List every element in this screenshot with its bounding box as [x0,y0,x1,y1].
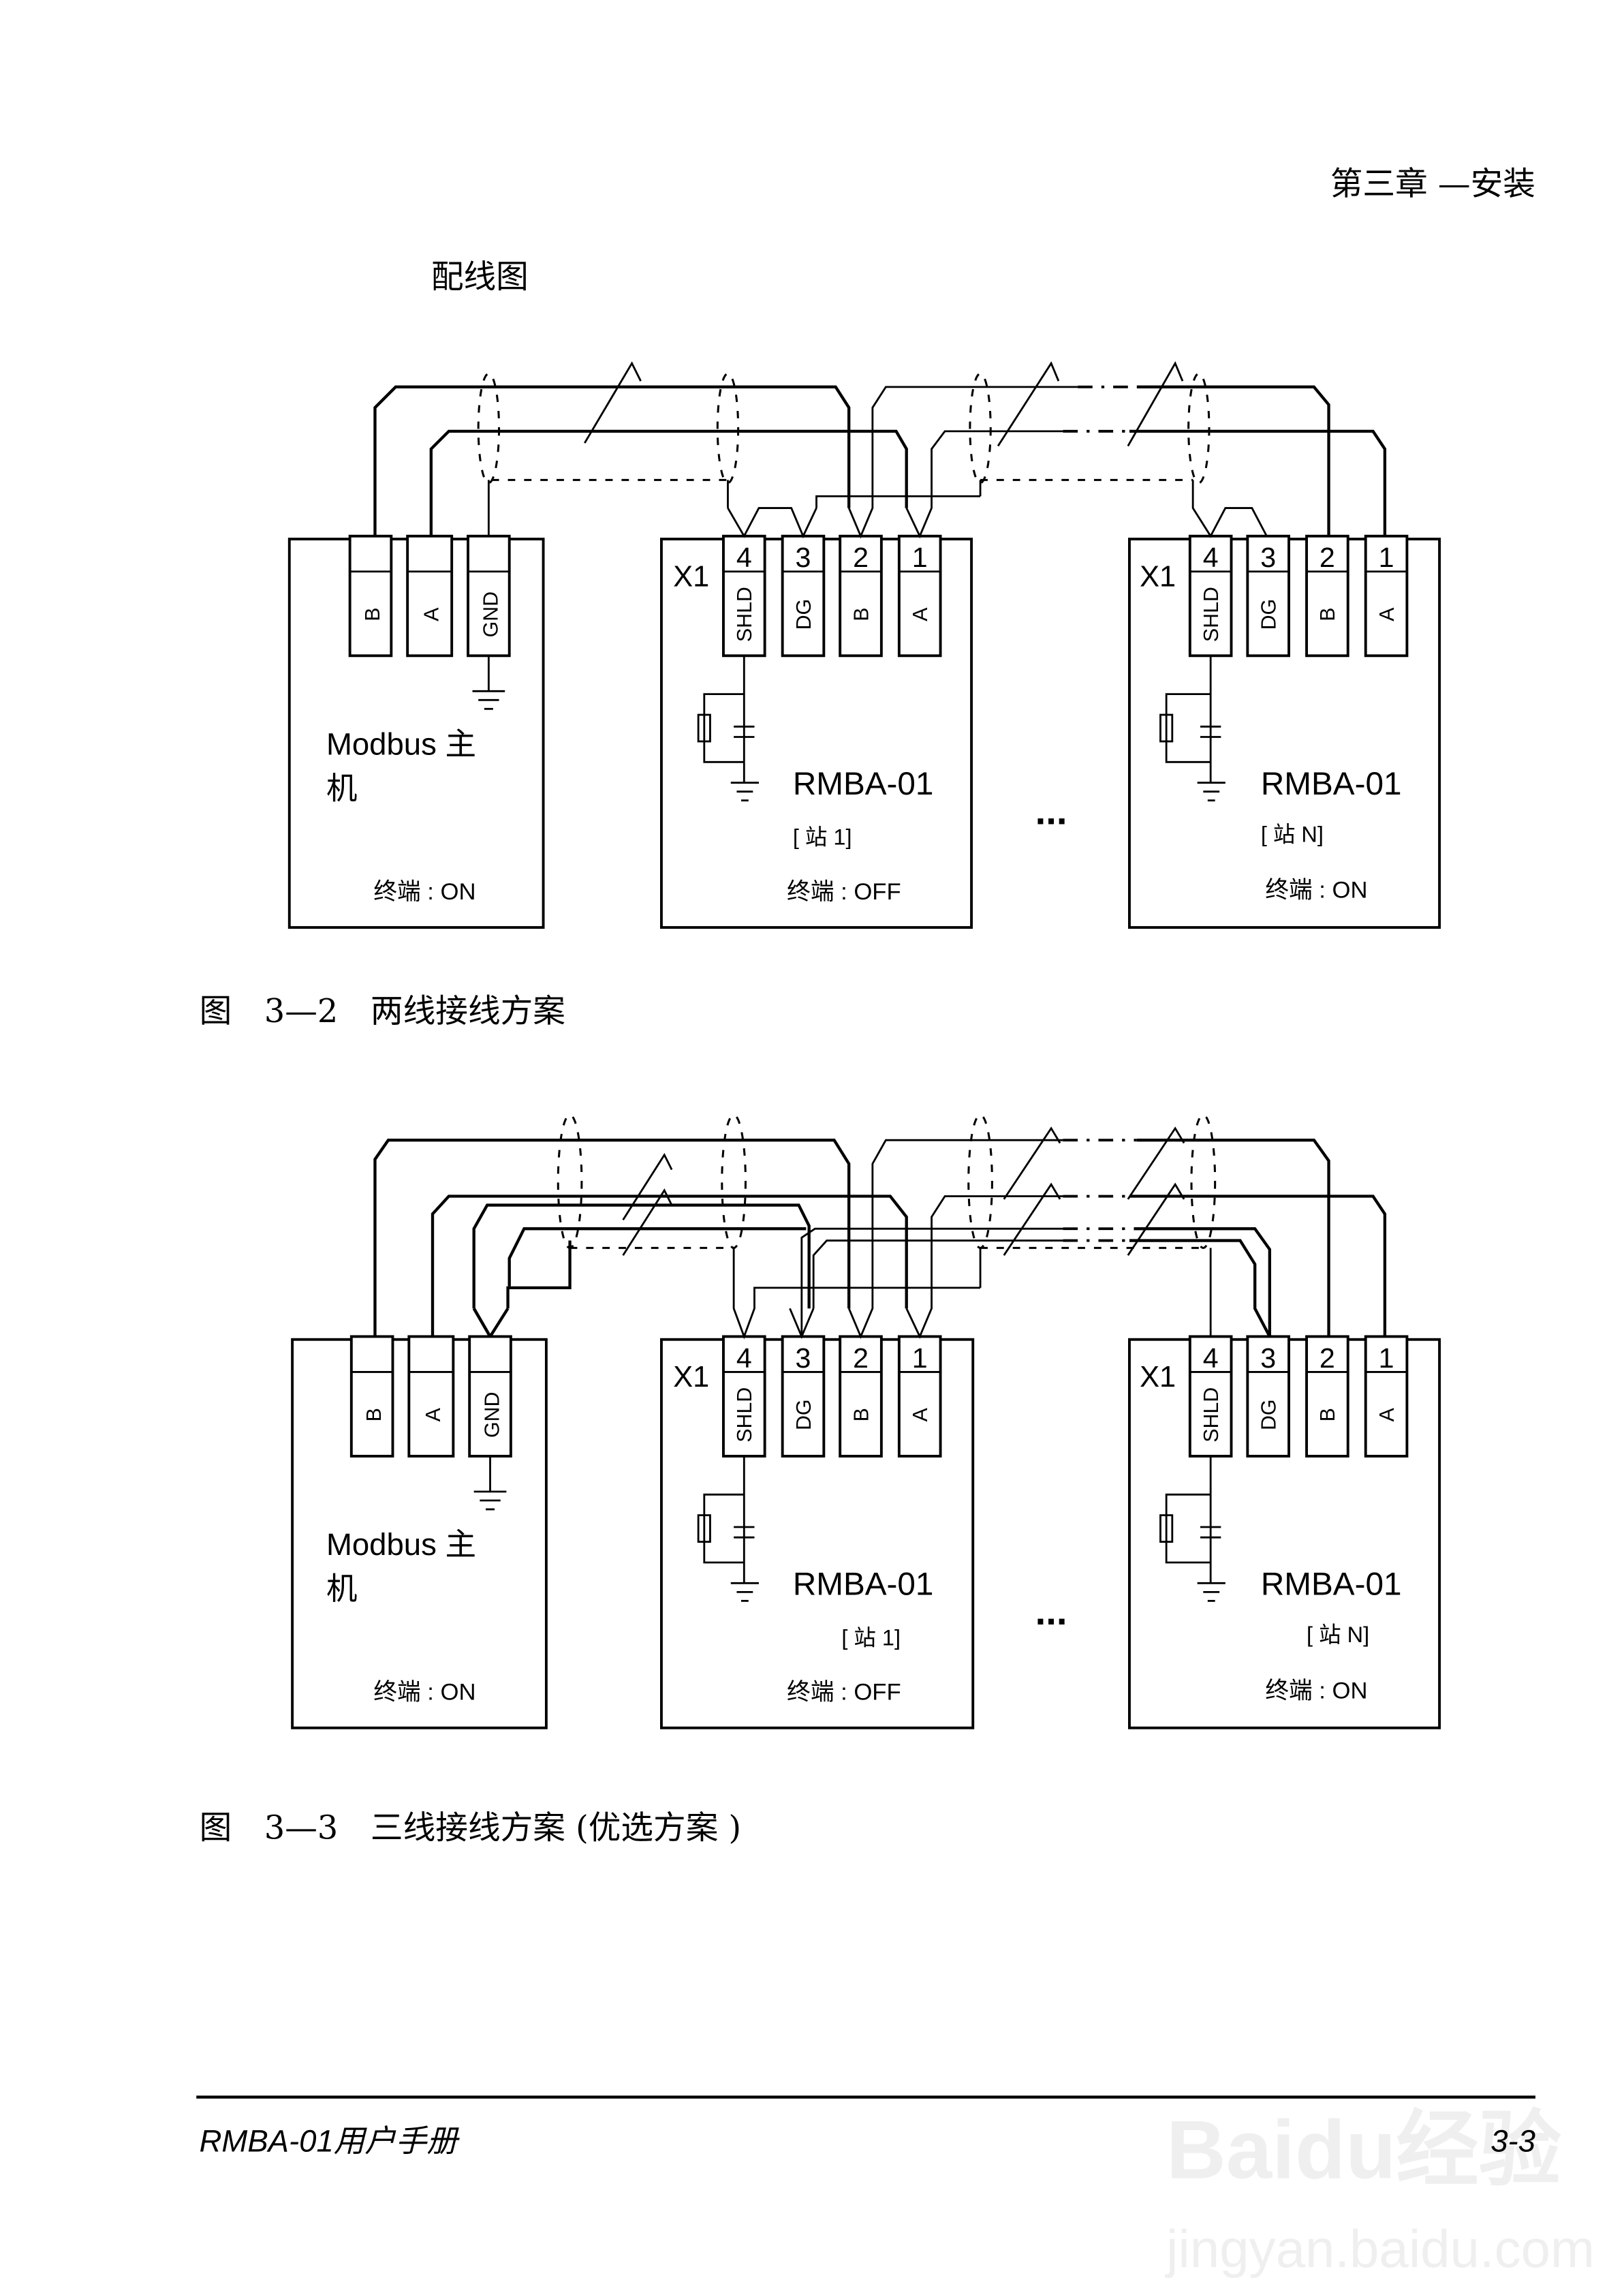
diagram-label: A [1376,607,1399,621]
diagram-label: B [1317,1408,1339,1421]
rc-filter-ground-icon [1159,1455,1225,1602]
more-stations-ellipsis: ... [1035,789,1067,832]
diagram-label: 1 [912,542,928,573]
diagram-label: Baidu经验 [1166,2104,1561,2196]
diagram-label: DG [1258,599,1281,630]
diagram-label: 2 [853,1342,869,1374]
figure-3-3-caption: 图 3—3 三线接线方案 (优选方案 ) [200,1809,742,1847]
diagram-label: A [422,1407,445,1421]
bus-cable-wires [373,360,1387,539]
diagram-label: 2 [1320,542,1335,573]
diagram-label: B [1317,607,1339,621]
station-1-terminals: 4 3 2 1 SHLD DG B A [722,1335,942,1458]
diagram-label: SHLD [1200,587,1223,642]
station-1-connector: X1 [673,560,709,593]
master-termination: 终端 : ON [373,879,475,905]
master-name-line2: 机 [326,1571,358,1606]
diagram-label: DG [793,1400,815,1431]
station-1-id: [ 站 1] [841,1625,901,1650]
rc-filter-ground-icon [697,656,759,802]
diagram-label: 1 [912,1342,928,1374]
diagram-label: jingyan.baidu.com [1165,2219,1595,2279]
diagram-label: 3 [796,1342,811,1374]
station-n-connector: X1 [1140,1361,1176,1393]
footer-page-number: 3-3 [1490,2124,1535,2159]
diagram-label: 1 [1379,1342,1394,1374]
diagram-label: DG [1258,1400,1281,1431]
footer-manual-title: RMBA-01用户手册 [200,2124,460,2159]
master-name-line1: Modbus 主 [326,1527,476,1562]
bus-cable-wires [373,1113,1387,1340]
diagram-label: B [362,607,384,621]
station-n-id: [ 站 N] [1307,1622,1369,1647]
diagram-label: 4 [1203,1342,1219,1374]
master-name-line1: Modbus 主 [326,727,476,762]
diagram-label: B [363,1408,386,1421]
station-n-model: RMBA-01 [1261,1567,1402,1603]
diagram-label: 3 [796,542,811,573]
station-n-terminals: 4 3 2 1 SHLD DG B A [1188,1335,1409,1458]
diagram-label: A [909,607,932,621]
diagram-label: A [909,1407,932,1421]
diagram-label: SHLD [734,587,756,642]
diagram-label: SHLD [734,1387,756,1443]
diagram-label: SHLD [1200,1387,1223,1443]
figure-3-2-diagram: B A GND Modbus 主 机 终端 : ON X1 4 3 [287,360,1441,929]
ground-symbol-icon [472,656,505,710]
diagram-label: 2 [853,542,869,573]
master-terminal-a: A [406,534,454,658]
master-terminal-a: A [407,1335,455,1458]
diagram-label: 4 [736,542,752,573]
figure-3-3-diagram: B A GND Modbus 主 机 终端 : ON X1 4 3 2 [291,1113,1441,1729]
ground-symbol-icon [473,1455,507,1511]
baidu-watermark: Baidu经验 jingyan.baidu.com [1165,2104,1595,2279]
diagram-label: 3 [1260,542,1276,573]
station-1-terminals: 4 3 2 1 SHLD DG B A [722,534,942,658]
diagram-label: 1 [1379,542,1394,573]
master-termination: 终端 : ON [373,1680,475,1706]
master-terminal-gnd: GND [467,534,511,658]
station-1-model: RMBA-01 [793,1567,934,1603]
master-terminal-b: B [349,1335,394,1458]
section-title: 配线图 [431,259,529,296]
station-1-termination: 终端 : OFF [787,879,901,905]
diagram-label: GND [480,591,502,637]
chapter-header: 第三章 —安装 [1330,166,1535,203]
station-n-termination: 终端 : ON [1265,1678,1367,1704]
diagram-label: A [1376,1407,1399,1421]
diagram-label: GND [482,1392,504,1438]
diagram-label: 2 [1320,1342,1335,1374]
station-n-terminals: 4 3 2 1 SHLD DG B A [1188,534,1409,658]
station-1-model: RMBA-01 [793,766,934,802]
rc-filter-ground-icon [1159,656,1225,802]
rc-filter-ground-icon [697,1455,759,1602]
station-n-termination: 终端 : ON [1265,878,1367,904]
figure-3-2-caption: 图 3—2 两线接线方案 [200,993,565,1030]
master-name-line2: 机 [326,771,358,806]
station-1-connector: X1 [673,1361,709,1393]
station-n-model: RMBA-01 [1261,766,1402,802]
station-n-id: [ 站 N] [1261,822,1324,846]
more-stations-ellipsis: ... [1035,1590,1067,1633]
station-n-connector: X1 [1140,560,1176,593]
diagram-label: A [421,607,443,621]
master-terminal-b: B [348,534,393,658]
diagram-label: 4 [736,1342,752,1374]
diagram-label: B [850,607,873,621]
diagram-label: B [850,1408,873,1421]
station-1-termination: 终端 : OFF [787,1680,901,1706]
master-terminal-gnd: GND [468,1335,512,1458]
diagram-label: DG [793,599,815,630]
diagram-label: 3 [1260,1342,1276,1374]
diagram-label: 4 [1203,542,1219,573]
station-1-id: [ 站 1] [793,825,852,850]
